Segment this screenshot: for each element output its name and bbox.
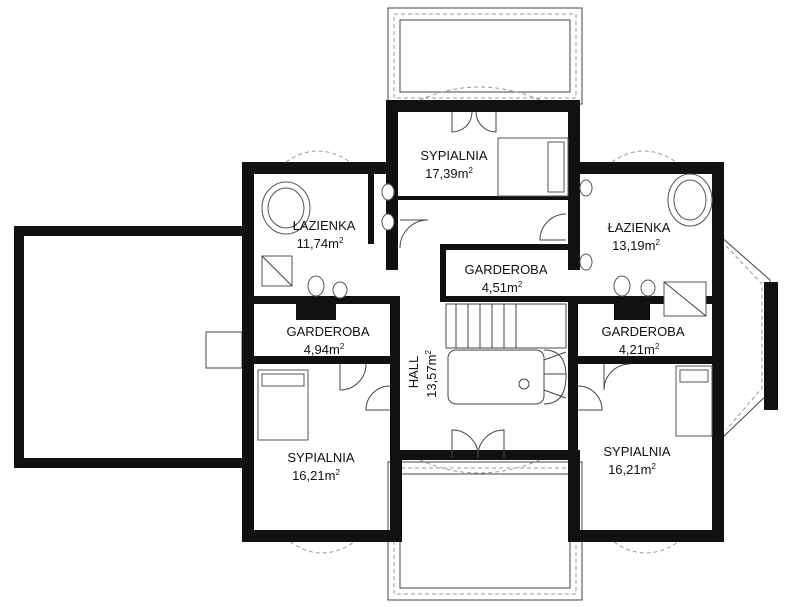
area-unit-superscript: 2 <box>335 468 340 477</box>
svg-text:16,21m2: 16,21m2 <box>292 468 340 483</box>
room-name: HALL <box>406 356 421 389</box>
room-label-sypialnia-top: SYPIALNIA 17,39m2 <box>420 148 488 181</box>
svg-text:4,21m2: 4,21m2 <box>619 342 660 357</box>
room-area: 4,94m <box>304 342 340 357</box>
room-name: SYPIALNIA <box>603 444 671 459</box>
room-label-sypialnia-right: SYPIALNIA 16,21m2 <box>603 444 671 477</box>
garage-outline <box>14 226 250 468</box>
bathroom-fixtures <box>261 173 713 317</box>
exterior-walls <box>242 100 724 542</box>
area-unit-superscript: 2 <box>339 236 344 245</box>
room-name: SYPIALNIA <box>287 450 355 465</box>
balcony-top <box>387 7 583 105</box>
area-unit-superscript: 2 <box>518 280 523 289</box>
room-name: ŁAZIENKA <box>293 218 356 233</box>
room-label-garderoba-mid: GARDEROBA 4,51m2 <box>464 262 547 295</box>
area-unit-superscript: 2 <box>468 166 473 175</box>
svg-text:13,57m2: 13,57m2 <box>424 350 439 398</box>
room-name: GARDEROBA <box>286 324 369 339</box>
bay-window-right <box>719 235 778 441</box>
room-name: GARDEROBA <box>464 262 547 277</box>
room-label-garderoba-right: GARDEROBA 4,21m2 <box>601 324 684 357</box>
svg-text:4,94m2: 4,94m2 <box>304 342 345 357</box>
svg-text:11,74m2: 11,74m2 <box>297 236 344 251</box>
svg-text:13,19m2: 13,19m2 <box>612 238 660 253</box>
interior-walls <box>254 174 714 450</box>
room-name: GARDEROBA <box>601 324 684 339</box>
area-unit-superscript: 2 <box>340 342 345 351</box>
room-name: ŁAZIENKA <box>608 220 671 235</box>
area-unit-superscript: 2 <box>655 342 660 351</box>
room-area: 11,74m <box>297 236 339 251</box>
doors <box>339 111 631 459</box>
svg-text:4,51m2: 4,51m2 <box>482 280 523 295</box>
area-unit-superscript: 2 <box>655 238 660 247</box>
room-label-hall: HALL 13,57m2 <box>406 350 439 398</box>
room-area: 4,21m <box>619 342 655 357</box>
staircase <box>445 303 567 405</box>
room-area: 13,57m <box>424 355 439 398</box>
area-unit-superscript: 2 <box>424 350 433 355</box>
room-label-lazienka-left: ŁAZIENKA 11,74m2 <box>293 218 356 251</box>
svg-text:16,21m2: 16,21m2 <box>608 462 656 477</box>
room-label-garderoba-left: GARDEROBA 4,94m2 <box>286 324 369 357</box>
room-label-lazienka-right: ŁAZIENKA 13,19m2 <box>608 220 671 253</box>
room-area: 13,19m <box>612 238 655 253</box>
room-area: 16,21m <box>292 468 335 483</box>
area-unit-superscript: 2 <box>651 462 656 471</box>
room-area: 16,21m <box>608 462 651 477</box>
room-label-sypialnia-left: SYPIALNIA 16,21m2 <box>287 450 355 483</box>
room-area: 4,51m <box>482 280 518 295</box>
room-area: 17,39m <box>425 166 468 181</box>
svg-text:17,39m2: 17,39m2 <box>425 166 473 181</box>
balcony-bottom <box>387 461 583 601</box>
room-name: SYPIALNIA <box>420 148 488 163</box>
furniture <box>257 137 713 441</box>
